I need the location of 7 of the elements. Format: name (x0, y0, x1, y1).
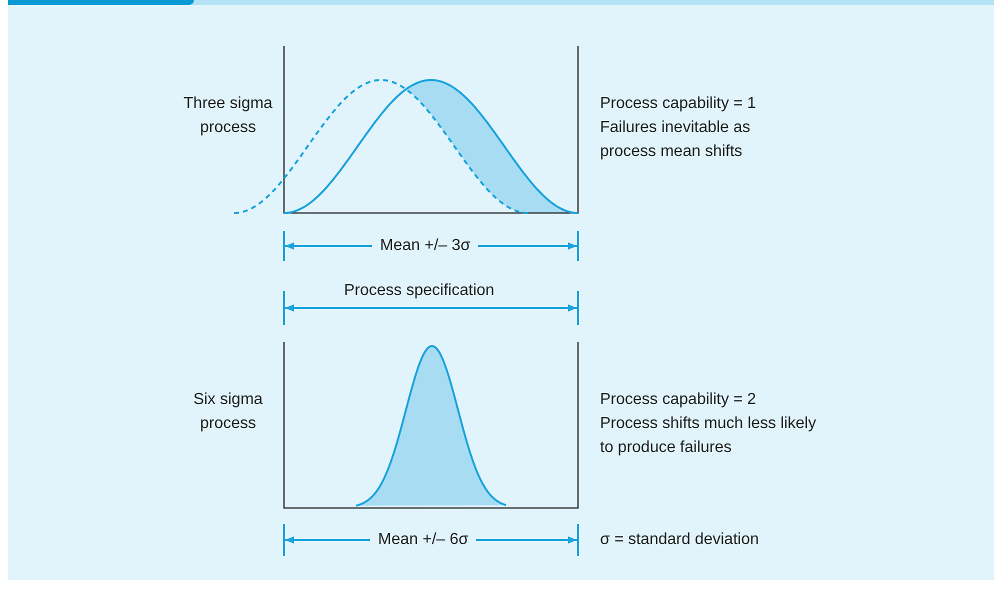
note-text: Process capability = 2 (600, 390, 758, 410)
process-label: Three sigma process (182, 94, 274, 138)
process-label: Six sigma process (192, 390, 264, 434)
note-text: Process shifts much less likely to produce failures (600, 414, 818, 458)
note-text: σ = standard deviation (600, 530, 760, 550)
note-text: Process capability = 1 (600, 94, 758, 114)
note-text: Failures inevitable as process mean shifts (600, 118, 752, 162)
